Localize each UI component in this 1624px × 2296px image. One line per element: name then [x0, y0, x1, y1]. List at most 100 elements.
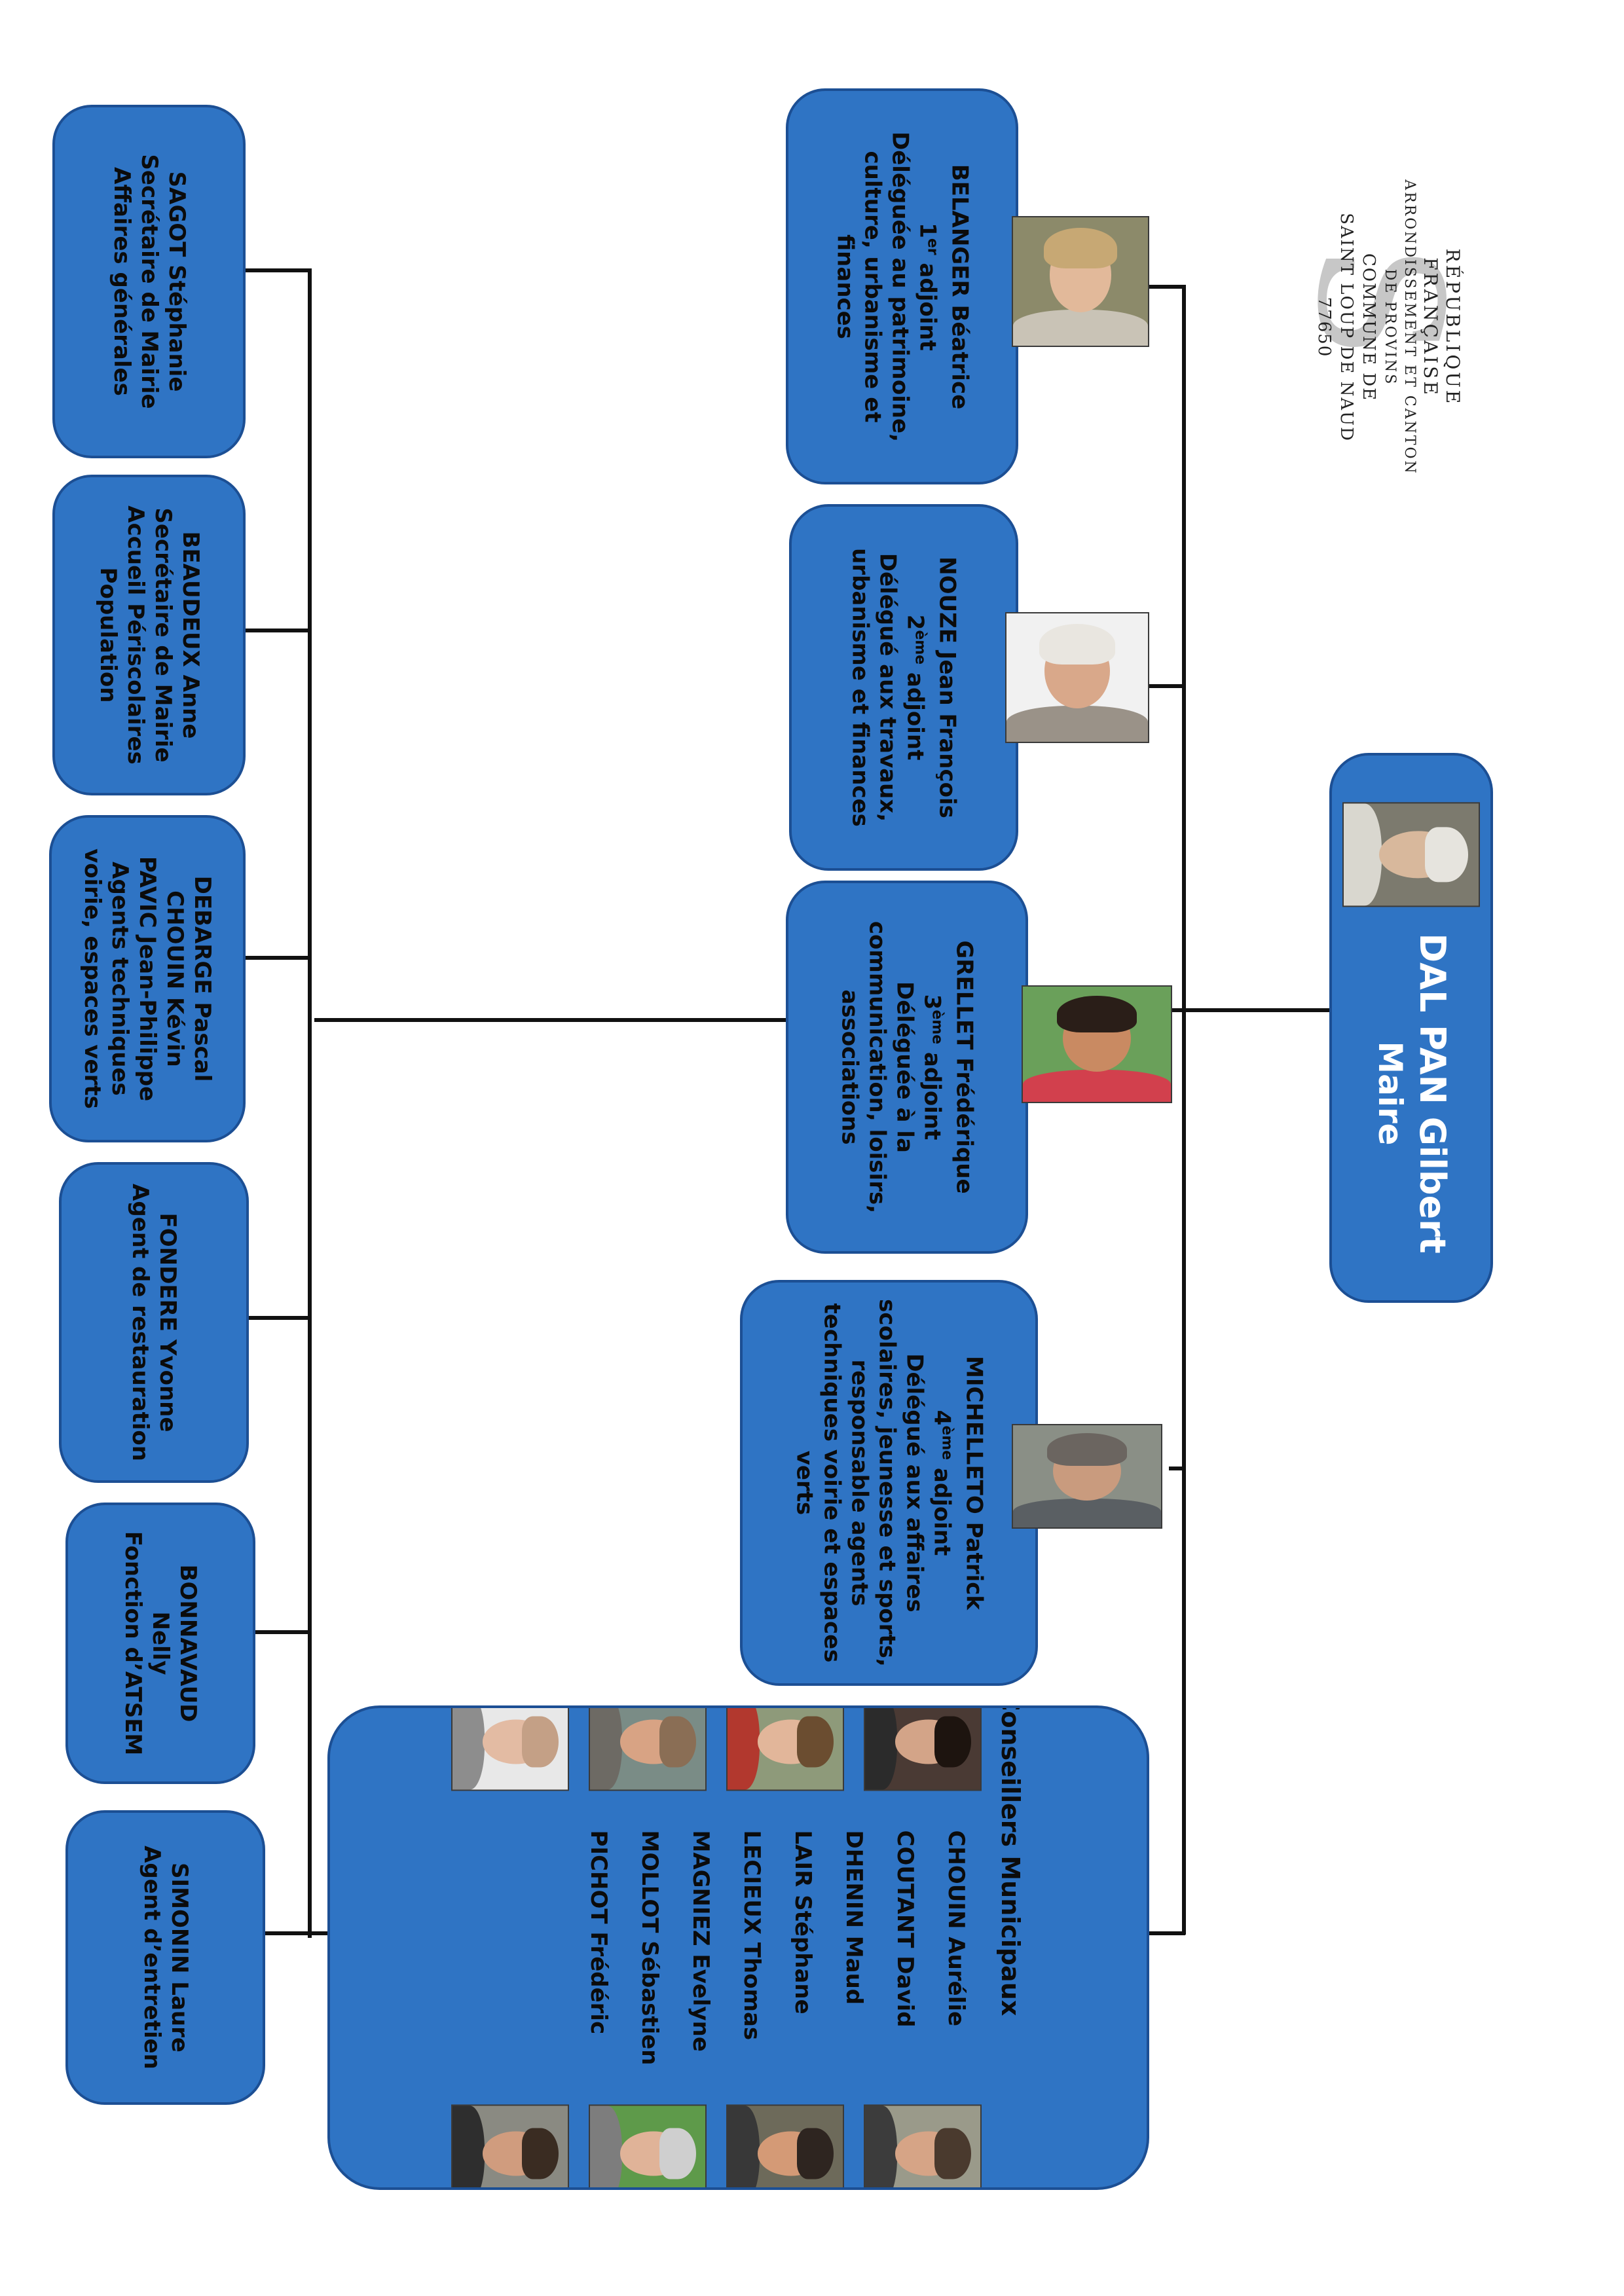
adjoint-box: MICHELLETO Patrick 4ème adjoint Délégué … [740, 1280, 1038, 1686]
staff-line: Secrétaire de Mairie [136, 154, 162, 409]
logo-line: DE PROVINS [1382, 268, 1398, 386]
connector [1169, 1467, 1185, 1470]
councillor-name: PICHOT Frédéric [585, 1830, 612, 2035]
staff-line: Accueil Périscolaires [122, 505, 149, 765]
councillor-name: MOLLOT Sébastien [636, 1830, 663, 2066]
councillor-name: LAIR Stéphane [789, 1830, 816, 2014]
mayor-box: DAL PAN Gilbert Maire [1329, 753, 1493, 1303]
staff-line: CHOUIN Kévin [162, 890, 188, 1067]
councillor-photo [726, 1708, 844, 1791]
connector [226, 629, 308, 632]
connector [1182, 285, 1186, 1935]
adjoint-name: NOUZE Jean François [934, 556, 961, 818]
adjoint-delegation: associations [836, 989, 863, 1145]
staff-line: Nelly [147, 1611, 174, 1675]
connector [226, 268, 308, 272]
logo-line: 77650 [1314, 297, 1334, 358]
adjoint-name: MICHELLETO Patrick [961, 1355, 987, 1610]
councillor-name: DHENIN Maud [840, 1830, 867, 2005]
staff-line: Fonction d’ATSEM [120, 1531, 146, 1756]
commune-logo: RÉPUBLIQUE FRANÇAISE ARRONDISSEMENT ET C… [1283, 179, 1493, 475]
councillor-photo [451, 1708, 569, 1791]
adjoint-box: NOUZE Jean François 2ème adjoint Délégué… [789, 504, 1018, 871]
councillor-photo [863, 2104, 982, 2187]
staff-line: BEAUDEUX Anne [177, 531, 204, 739]
staff-line: voirie, espaces verts [79, 848, 105, 1109]
adjoint-photo [1012, 216, 1149, 347]
logo-line: SAINT LOUP DE NAUD [1337, 213, 1356, 442]
logo-line: ARRONDISSEMENT ET CANTON [1401, 179, 1418, 475]
mayor-role: Maire [1371, 1041, 1409, 1146]
connector [229, 1931, 327, 1935]
council-names: CHOUIN Aurélie COUTANT David DHENIN Maud… [573, 1830, 982, 2065]
mayor-photo [1342, 802, 1480, 907]
adjoint-role: 2ème adjoint [902, 614, 929, 761]
councillor-name: MAGNIEZ Evelyne [687, 1830, 714, 2052]
staff-line: DEBARGE Pascal [189, 875, 215, 1082]
mayor-name: DAL PAN Gilbert [1412, 933, 1453, 1254]
adjoint-role: 4ème adjoint [928, 1410, 955, 1556]
logo-line: COMMUNE DE [1359, 253, 1378, 402]
adjoint-delegation: responsable agents [845, 1359, 872, 1607]
staff-line: Agent d’entretien [138, 1846, 165, 2069]
adjoint-delegation: verts [790, 1450, 817, 1516]
connector [252, 1630, 308, 1634]
adjoint-delegation: culture, urbanisme et [858, 150, 885, 423]
councillor-photo [451, 2104, 569, 2187]
connector [1172, 1008, 1329, 1012]
adjoint-box: GRELLET Frédérique 3ème adjoint Déléguée… [786, 881, 1028, 1254]
adjoint-delegation: Délégué aux affaires [900, 1353, 927, 1613]
staff-line: Agents techniques [107, 862, 133, 1096]
adjoint-box: BELANGER Béatrice 1er adjoint Déléguée a… [786, 88, 1018, 484]
connector [1149, 285, 1185, 289]
staff-line: SAGOT Stéphanie [163, 171, 190, 392]
adjoint-delegation: Délégué aux travaux, [874, 553, 901, 822]
staff-line: Agent de restauration [127, 1184, 153, 1461]
adjoint-delegation: scolaires, jeunesse et sports, [873, 1299, 900, 1667]
councillor-photo [588, 2104, 707, 2187]
councillor-name: CHOUIN Aurélie [942, 1830, 969, 2027]
connector [1149, 684, 1185, 688]
staff-box: DEBARGE Pascal CHOUIN Kévin PAVIC Jean-P… [49, 815, 246, 1142]
connector [308, 268, 312, 1938]
adjoint-delegation: Déléguée à la [891, 981, 918, 1153]
adjoint-delegation: finances [831, 234, 858, 339]
adjoint-photo [1012, 1424, 1162, 1529]
adjoint-delegation: Déléguée au patrimoine, [886, 131, 913, 442]
adjoint-photo [1022, 985, 1172, 1103]
connector [1130, 1931, 1185, 1935]
staff-line: Affaires générales [108, 167, 135, 396]
logo-line: RÉPUBLIQUE [1442, 248, 1464, 407]
councillor-name: COUTANT David [891, 1830, 918, 2028]
staff-line: Secrétaire de Mairie [149, 507, 176, 763]
staff-line: FONDERE Yvonne [155, 1212, 181, 1432]
staff-box: BONNAVAUD Nelly Fonction d’ATSEM [65, 1503, 255, 1784]
council-photo-column [451, 2104, 982, 2187]
council-title: Conseillers Municipaux [995, 1705, 1025, 2016]
staff-line: SIMONIN Laure [166, 1863, 193, 2052]
staff-line: BONNAVAUD [175, 1564, 201, 1722]
council-photo-column [451, 1708, 982, 1791]
councillor-photo [863, 1708, 982, 1791]
adjoint-delegation: communication, loisirs, [864, 920, 891, 1214]
connector [232, 956, 308, 960]
councillor-photo [726, 2104, 844, 2187]
adjoint-delegation: urbanisme et finances [847, 548, 874, 827]
staff-box: BEAUDEUX Anne Secrétaire de Mairie Accue… [52, 475, 246, 795]
council-box: Conseillers Municipaux CHOUIN Aurélie CO… [327, 1705, 1149, 2190]
adjoint-role: 1er adjoint [913, 222, 941, 351]
adjoint-photo [1005, 612, 1149, 743]
adjoint-name: BELANGER Béatrice [946, 164, 973, 409]
logo-line: FRANÇAISE [1420, 257, 1441, 397]
staff-box: SAGOT Stéphanie Secrétaire de Mairie Aff… [52, 105, 246, 458]
connector [216, 1316, 308, 1320]
staff-line: PAVIC Jean-Philippe [134, 856, 160, 1102]
adjoint-role: 3ème adjoint [919, 994, 946, 1140]
councillor-name: LECIEUX Thomas [738, 1830, 765, 2041]
staff-box: SIMONIN Laure Agent d’entretien [65, 1810, 265, 2105]
councillor-photo [588, 1708, 707, 1791]
adjoint-delegation: techniques voirie et espaces [818, 1303, 845, 1663]
staff-line: Population [94, 567, 121, 703]
connector [314, 1018, 786, 1022]
adjoint-name: GRELLET Frédérique [951, 940, 978, 1194]
